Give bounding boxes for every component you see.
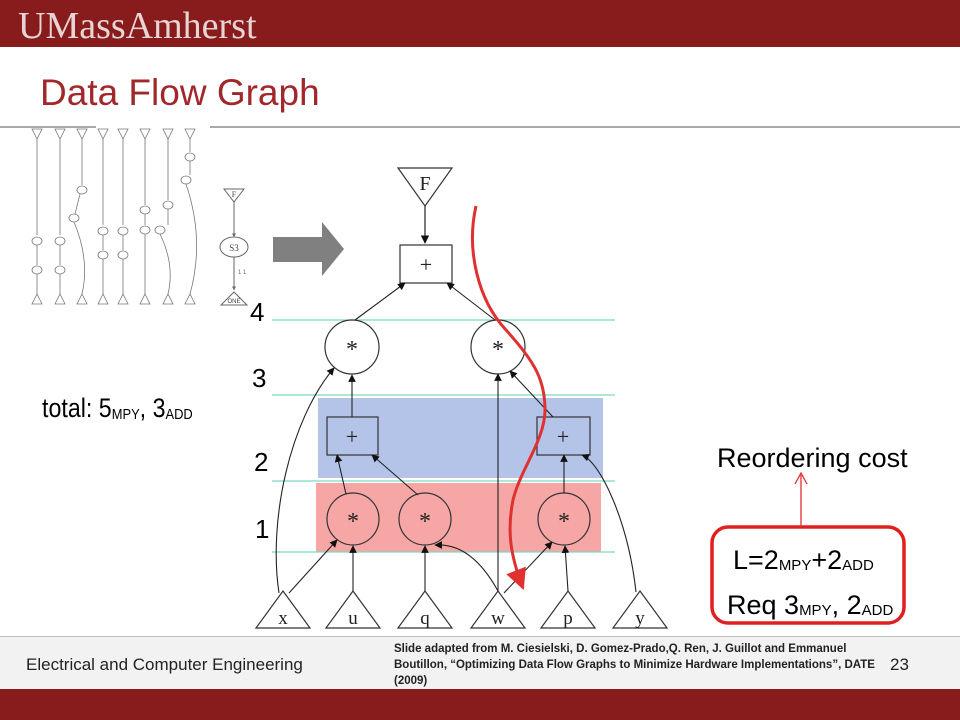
- footer-bar: [0, 636, 960, 689]
- graph-edges: [275, 282, 637, 594]
- input-node-u: [324, 589, 382, 629]
- mult-node-l1-b: [398, 492, 452, 546]
- add-node-l2-left: [326, 416, 379, 456]
- input-label-u: u: [348, 608, 358, 629]
- bottom-bar: [0, 689, 960, 720]
- reordering-cost-label: Reordering cost: [717, 443, 908, 473]
- page-title: Data Flow Graph: [40, 72, 320, 113]
- add-node-l2-right-label: +: [557, 424, 569, 449]
- cost-highlight-box: [710, 525, 906, 625]
- output-node-label: F: [419, 173, 430, 195]
- level-label-3: 3: [252, 363, 266, 393]
- thumb-node-one: ONE: [227, 299, 240, 305]
- input-nodes: [254, 589, 669, 629]
- input-node-w: [469, 589, 527, 629]
- input-node-y: [611, 589, 669, 629]
- input-label-p: p: [563, 608, 573, 629]
- input-node-p: [539, 589, 597, 629]
- mult-node-l1-b-label: *: [419, 509, 431, 535]
- department-label: Electrical and Computer Engineering: [26, 655, 303, 674]
- input-label-y: y: [635, 608, 645, 629]
- input-node-x: [254, 589, 312, 629]
- original-graph-thumbnail: [31, 128, 198, 305]
- mult-node-l3-right-label: *: [492, 337, 504, 363]
- reduced-graph-thumbnail: F S3 1 1 ONE: [219, 188, 249, 306]
- page-number: 23: [890, 655, 909, 674]
- header-bar: UMassAmherst: [0, 0, 960, 47]
- level-lines: [272, 319, 615, 553]
- thumb-edge-label: 1 1: [238, 270, 247, 276]
- input-node-q: [396, 589, 454, 629]
- input-label-q: q: [420, 608, 430, 629]
- mult-node-l1-a-label: *: [347, 509, 359, 535]
- university-logo: UMassAmherst: [18, 5, 257, 47]
- latency-value: L=2MPY+2ADD: [733, 545, 874, 575]
- level-label-1: 1: [255, 514, 269, 544]
- required-resources: Req 3MPY, 2ADD: [727, 590, 894, 620]
- input-label-x: x: [278, 608, 288, 629]
- add-node-l2-left-label: +: [346, 424, 358, 449]
- input-label-w: w: [491, 608, 505, 629]
- reordering-curve: [471, 205, 547, 590]
- transform-arrow: [273, 222, 344, 276]
- cost-pointer-arrowhead: [794, 471, 808, 485]
- mult-node-l1-c-label: *: [558, 509, 570, 535]
- thumb-node-f: F: [232, 190, 237, 199]
- output-node-f: [396, 167, 454, 208]
- add-node-top: [399, 244, 453, 284]
- add-node-l2-right: [536, 416, 591, 456]
- thumb-node-s3: S3: [229, 243, 239, 253]
- mult-node-l3-left-label: *: [346, 337, 358, 363]
- citation-text: Slide adapted from M. Ciesielski, D. Gom…: [394, 643, 875, 687]
- total-resources: total: 5MPY, 3ADD: [42, 393, 193, 423]
- add-node-top-label: +: [420, 252, 432, 277]
- mult-node-l3-left: [324, 319, 380, 375]
- level-label-4: 4: [250, 297, 264, 327]
- mult-node-l1-a: [326, 492, 380, 546]
- level-label-2: 2: [254, 447, 268, 477]
